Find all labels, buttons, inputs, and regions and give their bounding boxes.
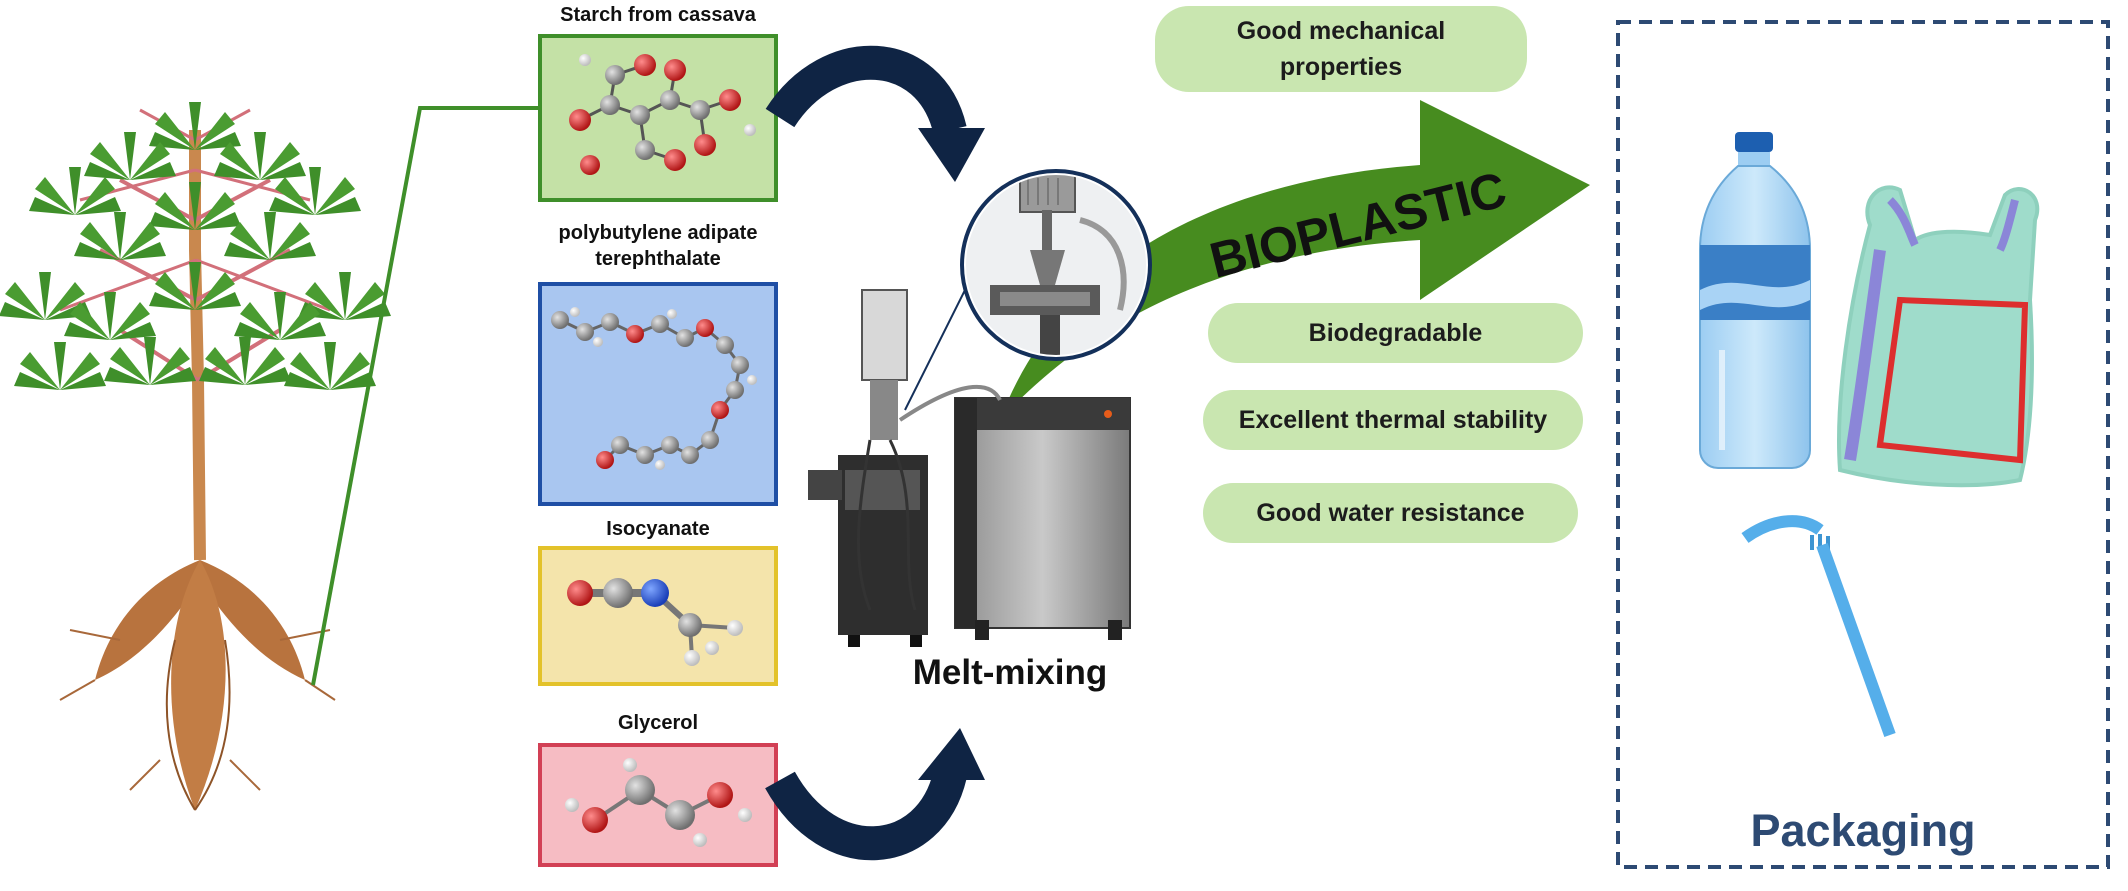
property-mechanical-line2: properties xyxy=(1279,53,1403,81)
pbat-label-line1: polybutylene adipate xyxy=(558,222,758,244)
extruder-zoom-icon xyxy=(960,169,1152,361)
packaging-label: Packaging xyxy=(1750,805,1976,856)
property-water: Good water resistance xyxy=(1203,483,1578,543)
starch-molecule-icon xyxy=(569,54,756,175)
drinking-straw-icon xyxy=(1741,515,1896,738)
isocyanate-box xyxy=(538,546,778,686)
water-bottle-icon xyxy=(1699,132,1811,469)
zoom-line xyxy=(904,269,976,411)
glycerol-label: Glycerol xyxy=(617,712,699,734)
glycerol-box xyxy=(538,743,778,867)
cassava-plant-icon xyxy=(0,102,391,811)
isocyanate-molecule-icon xyxy=(567,578,743,666)
pbat-label: polybutylene adipate terephthalate xyxy=(520,220,796,272)
pbat-molecule-icon xyxy=(551,307,757,470)
source-connector-line xyxy=(311,106,538,686)
plastic-bag-icon xyxy=(1837,185,2040,488)
pbat-label-line2: terephthalate xyxy=(595,248,721,270)
starch-label: Starch from cassava xyxy=(560,4,756,26)
glycerol-molecule-icon xyxy=(565,758,752,847)
packaging-box xyxy=(1616,20,2110,869)
curved-arrow-down-icon xyxy=(765,45,985,182)
isocyanate-label: Isocyanate xyxy=(606,518,710,540)
bioplastic-arrow-icon xyxy=(1000,100,1590,420)
property-biodegradable: Biodegradable xyxy=(1208,303,1583,363)
melt-mixer-machine-icon xyxy=(808,289,1131,647)
property-mechanical-line1: Good mechanical xyxy=(1236,17,1446,45)
property-thermal: Excellent thermal stability xyxy=(1203,390,1583,450)
melt-mixing-label: Melt-mixing xyxy=(912,653,1108,692)
curved-arrow-up-icon xyxy=(765,728,985,861)
property-mechanical: Good mechanical properties xyxy=(1155,6,1527,92)
